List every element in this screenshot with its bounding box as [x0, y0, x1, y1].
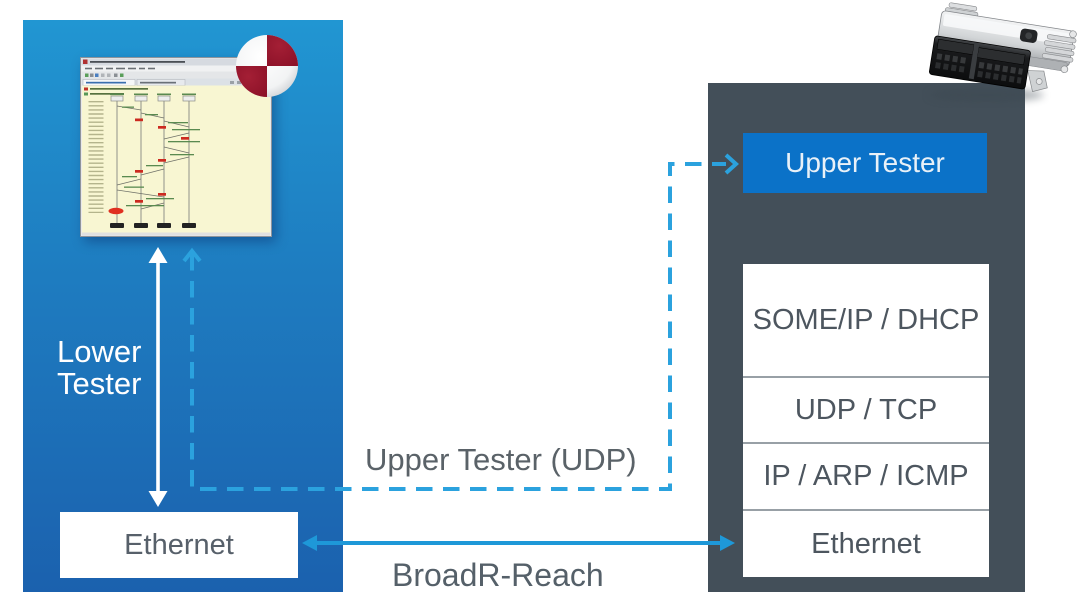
broadr-reach-arrow	[302, 535, 735, 551]
protocol-stack-box: SOME/IP / DHCP UDP / TCP IP / ARP / ICMP…	[743, 264, 989, 577]
stack-row-someip-dhcp: SOME/IP / DHCP	[743, 264, 989, 378]
ethernet-box-left: Ethernet	[60, 512, 298, 578]
ethernet-left-label: Ethernet	[124, 528, 234, 561]
stack-row-ethernet: Ethernet	[811, 527, 921, 560]
upper-tester-box: Upper Tester	[743, 133, 987, 193]
stack-row-udp-tcp: UDP / TCP	[743, 378, 989, 444]
upper-tester-label: Upper Tester	[785, 147, 945, 178]
upper-tester-udp-label: Upper Tester (UDP)	[365, 442, 637, 477]
ecu-photo	[928, 2, 1077, 102]
lower-tester-label: Lower Tester	[57, 334, 142, 401]
broadr-reach-label: BroadR-Reach	[392, 557, 604, 593]
stack-row-ip-arp-icmp: IP / ARP / ICMP	[743, 444, 989, 511]
vector-logo-icon	[236, 35, 298, 97]
